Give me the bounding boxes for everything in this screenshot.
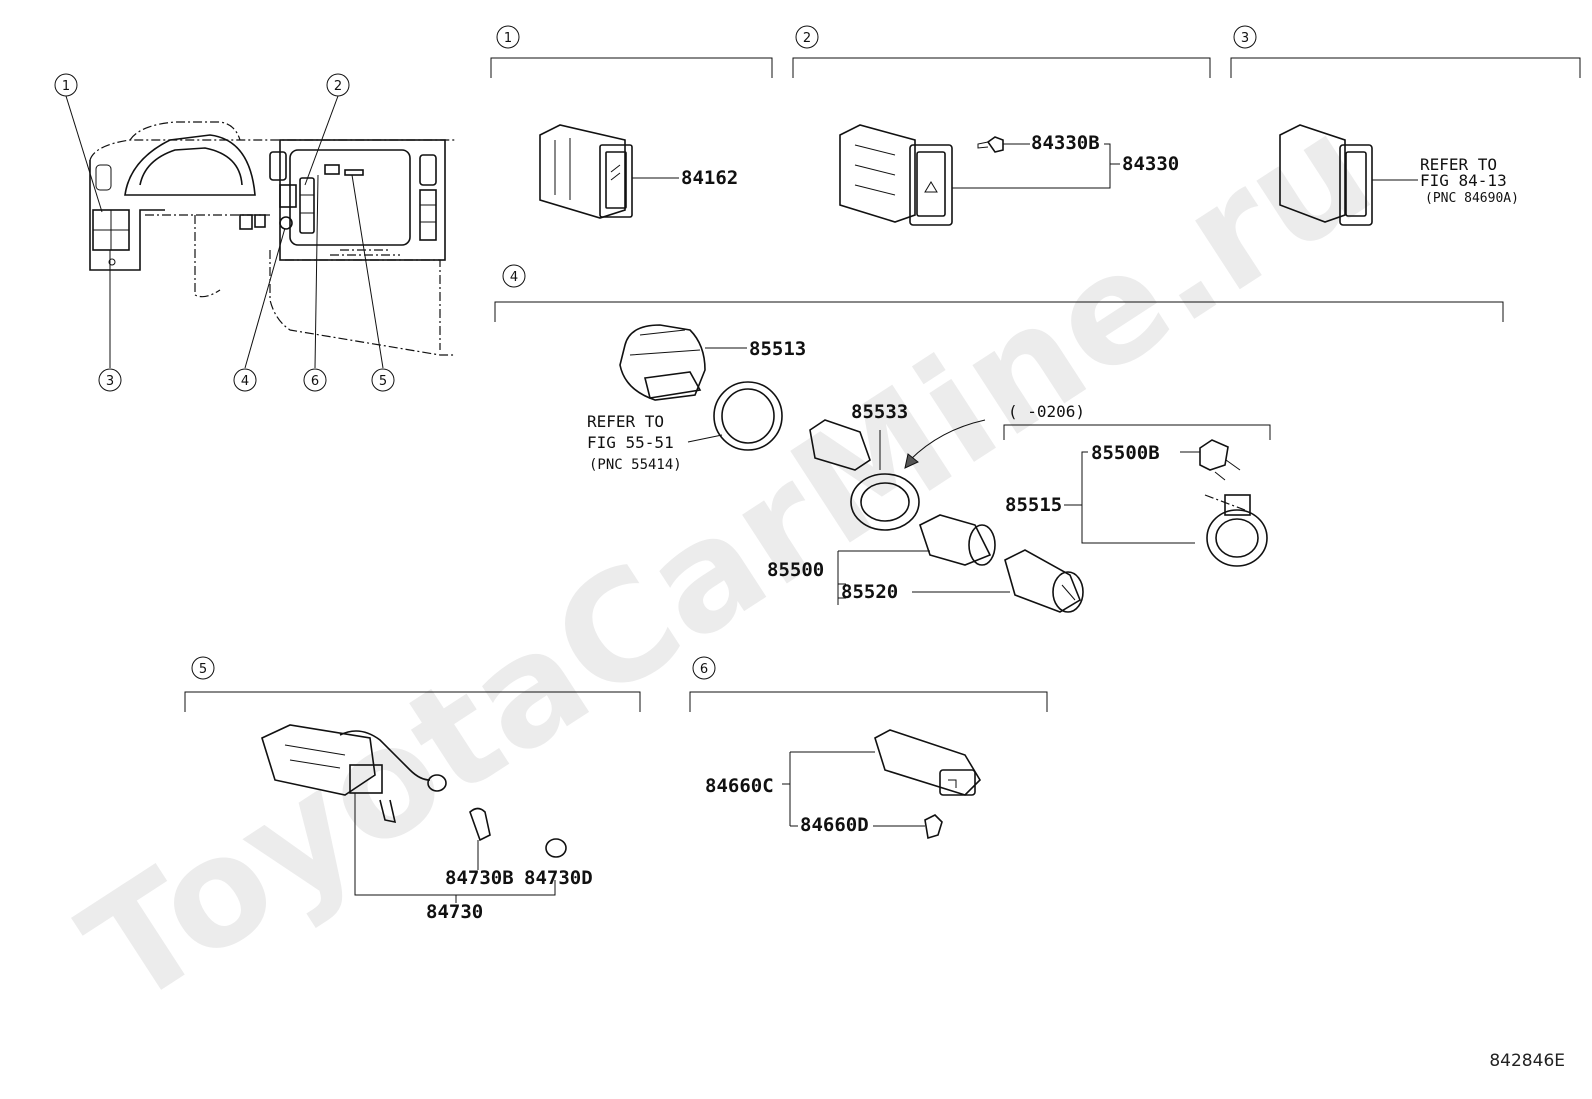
section-6-number: 6	[700, 662, 708, 677]
part-84162: 84162	[681, 167, 738, 189]
part-85533: 85533	[851, 401, 908, 423]
section-2: 2 84330B 84330	[792, 25, 1211, 226]
section-5-number: 5	[199, 662, 207, 677]
part-84330B: 84330B	[1031, 132, 1100, 154]
part-84330: 84330	[1122, 153, 1179, 175]
section-3: 3 REFER TO FIG 84-13 (PNC 84690A)	[1230, 25, 1581, 226]
overview-callout-3: 3	[98, 368, 122, 392]
svg-text:5: 5	[379, 374, 387, 389]
part-84730B: 84730B	[445, 867, 514, 889]
section-3-refer-line-2: FIG 84-13	[1420, 171, 1507, 190]
section-3-refer-line-3: (PNC 84690A)	[1425, 191, 1519, 206]
part-85500: 85500	[767, 559, 824, 581]
overview-callout-2: 2	[326, 73, 350, 97]
section-1: 1 84162	[490, 25, 773, 219]
svg-text:3: 3	[106, 374, 114, 389]
svg-text:6: 6	[311, 374, 319, 389]
section-4: 4 85513 REFER TO FIG 55-51 (PNC 55414) 8…	[494, 264, 1504, 613]
section-4-number: 4	[510, 270, 518, 285]
section-4-refer-line-2: FIG 55-51	[587, 433, 674, 452]
drawing-code: 842846E	[1489, 1051, 1565, 1071]
part-85513: 85513	[749, 338, 806, 360]
section-6: 6 84660C 84660D	[689, 656, 1048, 840]
section-4-refer-line-1: REFER TO	[587, 412, 664, 431]
watermark: ToyotaCarMine.ru	[55, 82, 1401, 1040]
part-85500B: 85500B	[1091, 442, 1160, 464]
part-84660C: 84660C	[705, 775, 774, 797]
svg-text:4: 4	[241, 374, 249, 389]
overview-callout-4: 4	[233, 368, 257, 392]
part-85520: 85520	[841, 581, 898, 603]
section-2-number: 2	[803, 31, 811, 46]
date-range: ( -0206)	[1008, 402, 1085, 421]
part-84660D: 84660D	[800, 814, 869, 836]
part-84730: 84730	[426, 901, 483, 923]
svg-text:1: 1	[62, 79, 70, 94]
section-1-number: 1	[504, 31, 512, 46]
section-3-refer-line-1: REFER TO	[1420, 155, 1497, 174]
dashboard-overview	[65, 95, 455, 369]
svg-text:2: 2	[334, 79, 342, 94]
overview-callout-5: 5	[371, 368, 395, 392]
section-5: 5 84730B 84730D 84730	[184, 656, 641, 923]
overview-callout-6: 6	[303, 368, 327, 392]
section-4-refer-line-3: (PNC 55414)	[589, 457, 682, 473]
overview-callout-1: 1	[54, 73, 78, 97]
section-3-number: 3	[1241, 31, 1249, 46]
part-85515: 85515	[1005, 494, 1062, 516]
part-84730D: 84730D	[524, 867, 593, 889]
